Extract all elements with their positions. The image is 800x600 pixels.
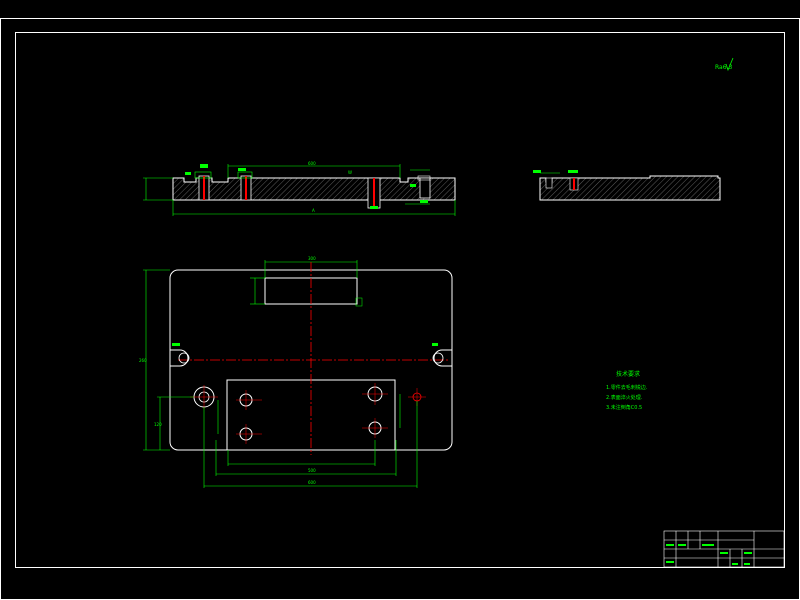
tech-notes-title: 技术要求 [616,370,640,378]
plan-view: 300 260 [139,256,453,488]
outer-sheet-border [0,18,800,600]
top-view-mid-label: W [348,170,352,175]
tech-note-line-3: 3.未注倒角C0.5 [606,404,642,411]
tech-note-line-2: 2.表面淬火处理. [606,394,643,401]
side-section-view [533,170,721,201]
plan-slot-width: 300 [308,256,316,261]
roughness-mark: Ra6.3 [715,57,734,72]
tech-note-line-1: 1.零件去毛刺锐边. [606,384,648,391]
title-block [663,530,785,568]
top-view-overall-length: A [312,208,315,213]
roughness-text: Ra6.3 [715,64,732,71]
plan-height: 260 [139,358,147,363]
top-view-top-length: 600 [308,161,316,166]
plan-inner-width: 500 [308,468,316,473]
title-block-marks [666,544,752,565]
front-section-view: 600 W A [143,161,456,216]
plan-inner-height: 120 [154,422,162,427]
inner-drawing-frame [15,32,785,568]
technical-notes: 技术要求 1.零件去毛刺锐边. 2.表面淬火处理. 3.未注倒角C0.5 [606,370,648,411]
plan-overall-width: 600 [308,480,316,485]
